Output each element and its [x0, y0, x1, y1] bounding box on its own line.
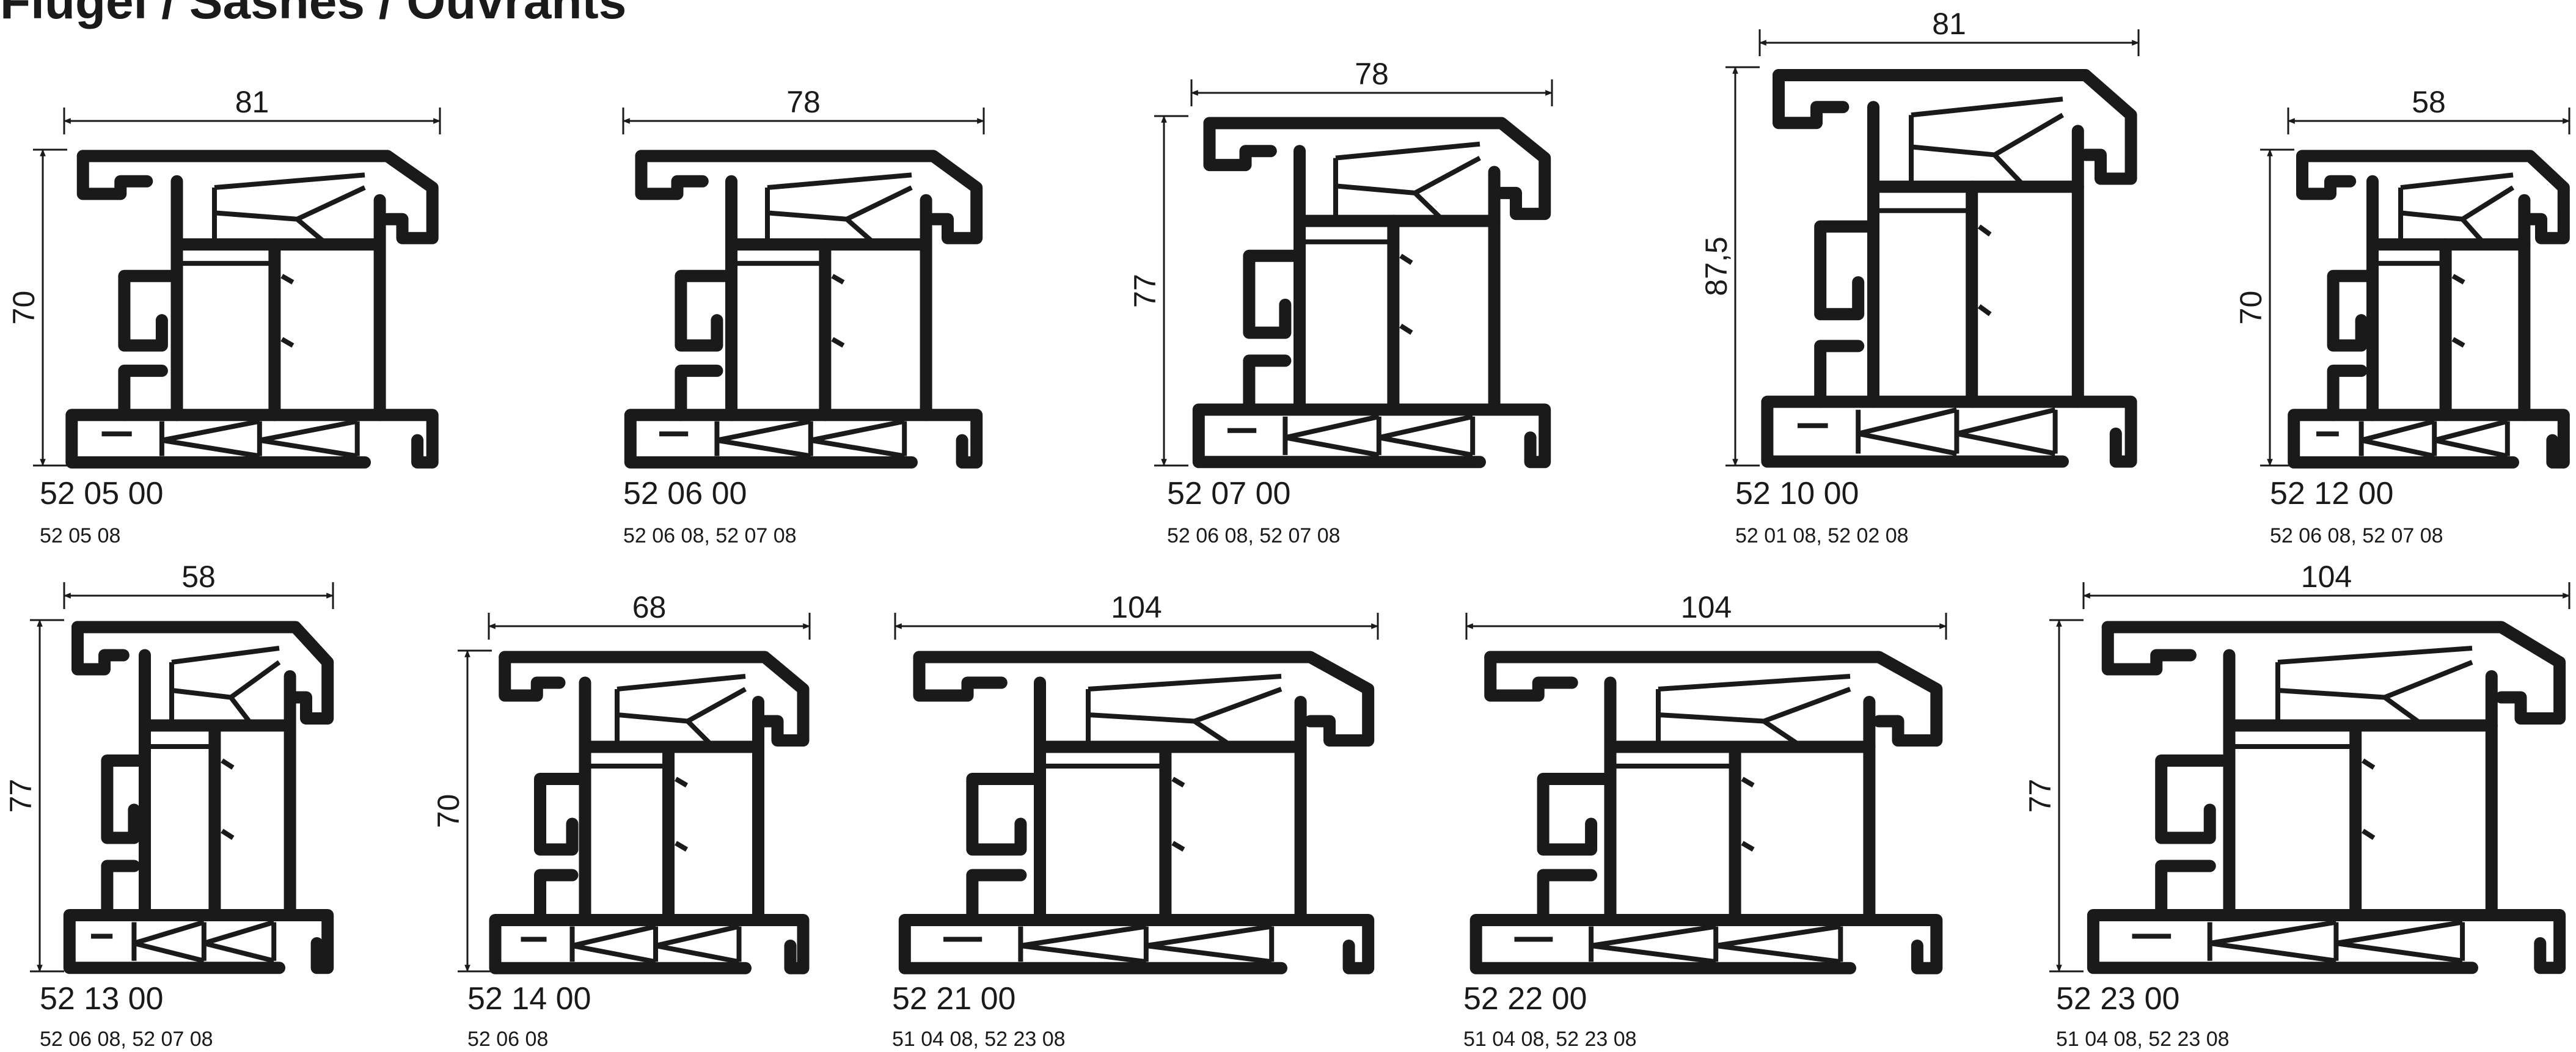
profile-52-13-00: 58 77 52 13 00 52 06 08, 52 07 08 [4, 560, 334, 1051]
profile-code: 52 10 00 [1735, 476, 1859, 511]
profile-accessory-refs: 51 04 08, 52 23 08 [892, 1028, 1066, 1051]
profile-code: 52 22 00 [1463, 981, 1587, 1017]
profile-52-06-00: 78 52 06 00 52 06 08, 52 07 08 [622, 85, 985, 547]
profile-accessory-refs: 52 06 08 [467, 1028, 548, 1051]
profile-52-05-00: 81 70 52 05 00 52 05 08 [7, 85, 441, 547]
profile-52-14-00: 68 70 52 14 00 52 06 08 [431, 590, 811, 1051]
width-dimension-label: 104 [1681, 590, 1732, 624]
width-dimension-label: 104 [1111, 590, 1162, 624]
profile-section-drawing [624, 150, 983, 469]
profile-section-drawing [1761, 69, 2137, 468]
profile-code: 52 13 00 [40, 981, 163, 1017]
height-dimension-label: 87,5 [1699, 236, 1733, 296]
profile-accessory-refs: 52 05 08 [40, 524, 120, 547]
width-dimension-label: 58 [2412, 85, 2446, 119]
width-dimension-label: 81 [235, 85, 269, 119]
height-dimension-label: 70 [431, 794, 466, 828]
profile-section-drawing [1192, 117, 1551, 469]
profile-accessory-refs: 51 04 08, 52 23 08 [2056, 1028, 2230, 1051]
profile-accessory-refs: 52 06 08, 52 07 08 [1167, 524, 1341, 547]
profile-section-drawing [898, 651, 1375, 974]
profile-section-drawing [489, 651, 810, 974]
profile-code: 52 14 00 [467, 981, 591, 1017]
profile-accessory-refs: 52 06 08, 52 07 08 [2270, 524, 2443, 547]
profile-section-drawing [2288, 150, 2570, 469]
profile-code: 52 05 00 [40, 476, 163, 511]
profile-code: 52 12 00 [2270, 476, 2393, 511]
width-dimension-label: 81 [1932, 7, 1966, 41]
height-dimension-label: 70 [7, 291, 41, 325]
profile-accessory-refs: 52 01 08, 52 02 08 [1735, 524, 1909, 547]
width-dimension-label: 78 [1355, 57, 1389, 91]
width-dimension-label: 78 [786, 85, 821, 119]
profile-52-23-00: 104 77 52 23 00 51 04 08, 52 23 08 [2023, 560, 2571, 1051]
profile-code: 52 07 00 [1167, 476, 1290, 511]
profile-52-10-00: 81 87,5 52 10 00 52 01 08, 52 02 08 [1699, 7, 2140, 547]
profile-52-22-00: 104 52 22 00 51 04 08, 52 23 08 [1463, 590, 1947, 1051]
width-dimension-label: 104 [2301, 560, 2352, 594]
profile-52-21-00: 104 52 21 00 51 04 08, 52 23 08 [892, 590, 1379, 1051]
profile-accessory-refs: 51 04 08, 52 23 08 [1463, 1028, 1637, 1051]
profile-code: 52 23 00 [2056, 981, 2179, 1017]
profile-accessory-refs: 52 06 08, 52 07 08 [623, 524, 797, 547]
profile-section-drawing [1469, 651, 1943, 974]
height-dimension-label: 77 [1128, 274, 1162, 308]
profile-code: 52 06 00 [623, 476, 747, 511]
profile-52-07-00: 78 77 52 07 00 52 06 08, 52 07 08 [1128, 57, 1553, 547]
profile-section-drawing [2087, 621, 2566, 974]
width-dimension-label: 58 [181, 560, 216, 594]
height-dimension-label: 70 [2234, 291, 2268, 325]
page-title: Flügel / Sashes / Ouvrants [0, 0, 627, 29]
height-dimension-label: 77 [2023, 779, 2057, 813]
profile-section-drawing [65, 150, 439, 469]
profile-code: 52 21 00 [892, 981, 1015, 1017]
height-dimension-label: 77 [4, 779, 38, 813]
profile-accessory-refs: 52 06 08, 52 07 08 [40, 1028, 213, 1051]
width-dimension-label: 68 [632, 590, 667, 624]
profile-52-12-00: 58 70 52 12 00 52 06 08, 52 07 08 [2234, 85, 2571, 547]
profile-section-drawing [63, 621, 334, 974]
